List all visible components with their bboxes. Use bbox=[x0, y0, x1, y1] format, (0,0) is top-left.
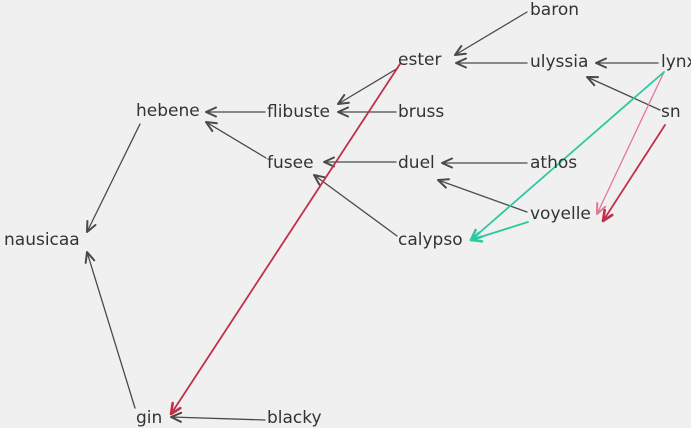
arrowhead-icon bbox=[595, 57, 607, 69]
edge-lynx-to-voyelle bbox=[596, 71, 665, 215]
node-bruss: bruss bbox=[398, 102, 444, 122]
edge-bruss-to-flibuste bbox=[337, 106, 397, 118]
arrowhead-icon bbox=[337, 106, 349, 118]
node-gin: gin bbox=[136, 408, 162, 428]
node-sn: sn bbox=[661, 102, 681, 122]
arrowhead-icon bbox=[337, 94, 350, 105]
arrowhead-icon bbox=[437, 178, 450, 189]
edge-line bbox=[470, 221, 529, 241]
node-ester: ester bbox=[398, 50, 441, 70]
edges-layer bbox=[84, 11, 666, 423]
edge-line bbox=[596, 71, 665, 215]
arrowhead-icon bbox=[205, 106, 217, 118]
edge-line bbox=[337, 67, 399, 105]
node-voyelle: voyelle bbox=[530, 204, 591, 224]
arrowhead-icon bbox=[596, 202, 607, 215]
node-baron: baron bbox=[530, 0, 579, 20]
arrowhead-icon bbox=[469, 231, 484, 243]
node-athos: athos bbox=[530, 153, 577, 173]
edge-line bbox=[602, 124, 666, 222]
arrowhead-icon bbox=[323, 156, 335, 168]
node-duel: duel bbox=[398, 153, 435, 173]
arrowhead-icon bbox=[86, 220, 97, 233]
nodes-layer: baron ester ulyssia lynx hebene flibuste bruss… bbox=[4, 0, 691, 428]
edge-line bbox=[313, 174, 398, 237]
arrowhead-icon bbox=[454, 45, 467, 56]
arrowhead-icon bbox=[84, 251, 96, 264]
edge-voyelle-to-duel bbox=[437, 178, 528, 213]
edge-line bbox=[454, 11, 528, 56]
edge-line bbox=[86, 251, 136, 409]
arrowhead-icon bbox=[441, 157, 453, 169]
edge-sn-to-voyelle bbox=[601, 124, 666, 223]
node-lynx: lynx bbox=[661, 52, 691, 72]
arrowhead-icon bbox=[455, 57, 467, 69]
arrowhead-icon bbox=[170, 411, 183, 423]
node-blacky: blacky bbox=[267, 408, 322, 428]
edge-line bbox=[86, 123, 141, 233]
edge-blacky-to-gin bbox=[170, 411, 266, 423]
edge-line bbox=[205, 121, 267, 159]
edge-ester-to-flibuste bbox=[337, 67, 399, 105]
node-ulyssia: ulyssia bbox=[530, 52, 588, 72]
edge-fusee-to-hebene bbox=[205, 121, 267, 159]
edge-line bbox=[586, 76, 661, 111]
arrowhead-icon bbox=[601, 208, 614, 223]
edge-ulyssia-to-ester bbox=[455, 57, 528, 69]
node-calypso: calypso bbox=[398, 230, 463, 250]
arrowhead-icon bbox=[586, 76, 599, 87]
arrowhead-icon bbox=[169, 401, 182, 416]
edge-flibuste-to-hebene bbox=[205, 106, 266, 118]
edge-line bbox=[470, 71, 665, 241]
edge-calypso-to-fusee bbox=[313, 174, 398, 237]
node-hebene: hebene bbox=[136, 101, 200, 121]
node-nausicaa: nausicaa bbox=[4, 230, 80, 250]
edge-line bbox=[170, 63, 401, 415]
edge-hebene-to-nausicaa bbox=[86, 123, 141, 233]
arrowhead-icon bbox=[313, 174, 326, 186]
edge-lynx-to-ulyssia bbox=[595, 57, 659, 69]
arrowhead-icon bbox=[205, 121, 218, 132]
node-flibuste: flibuste bbox=[267, 102, 330, 122]
edge-athos-to-duel bbox=[441, 157, 528, 169]
edge-baron-to-ester bbox=[454, 11, 528, 56]
edge-voyelle-to-calypso bbox=[469, 221, 529, 243]
edge-gin-to-nausicaa bbox=[84, 251, 136, 409]
edge-line bbox=[170, 416, 266, 421]
edge-sn-to-ulyssia bbox=[586, 76, 661, 111]
edge-line bbox=[437, 179, 528, 213]
edge-ester-to-gin bbox=[169, 63, 401, 416]
node-fusee: fusee bbox=[267, 153, 314, 173]
